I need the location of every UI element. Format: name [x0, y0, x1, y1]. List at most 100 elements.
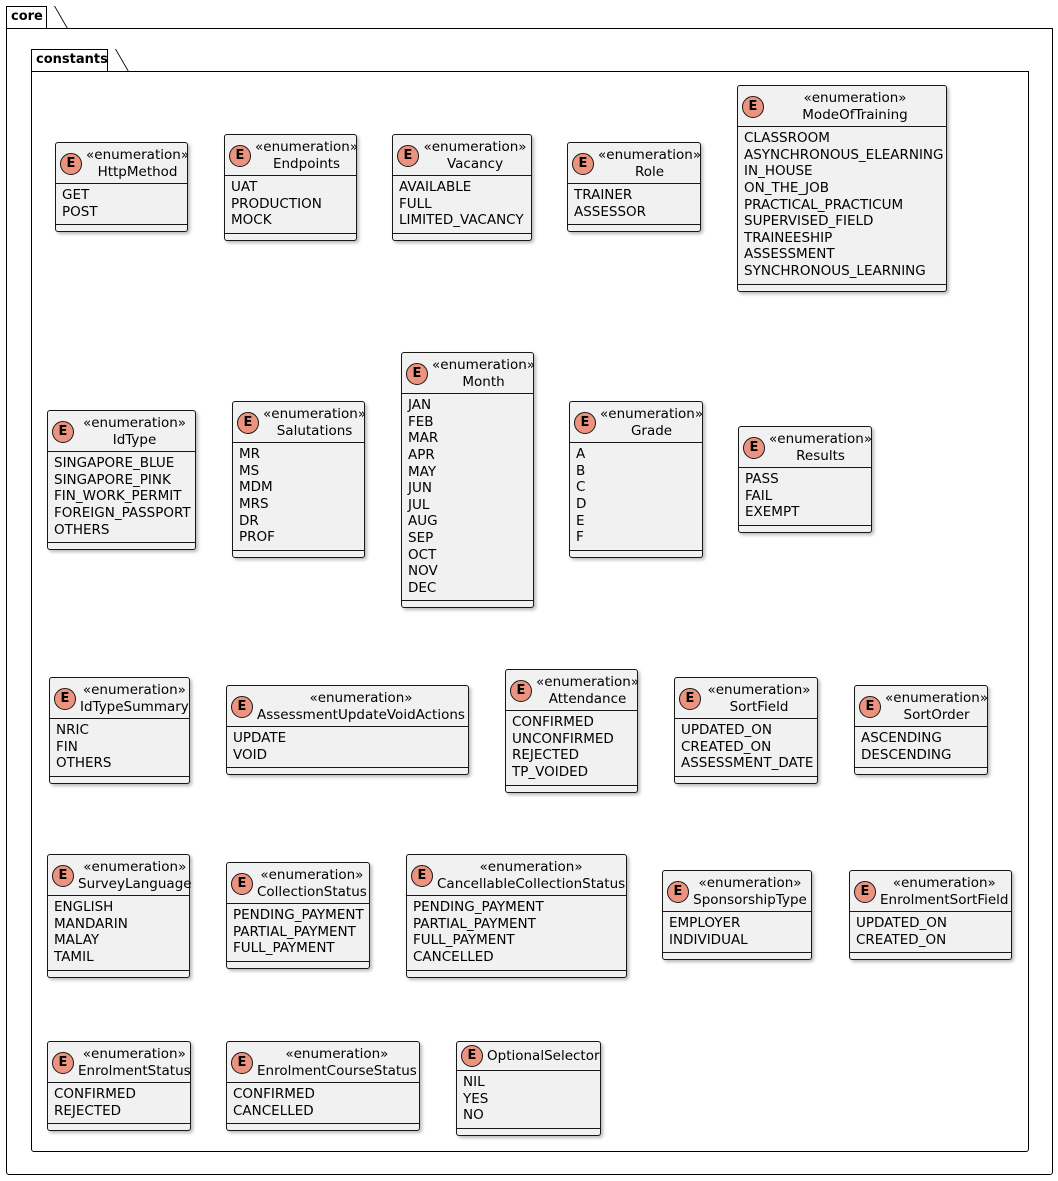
- enum-value: SYNCHRONOUS_LEARNING: [744, 262, 926, 279]
- enum-e-icon: E: [231, 1051, 253, 1074]
- enum-methods-compartment: [56, 225, 187, 231]
- enum-value: UPDATE: [233, 730, 287, 747]
- package-name-constants: constants: [36, 52, 108, 67]
- enum-e-icon: E: [237, 411, 259, 434]
- enum-e-icon: E: [397, 144, 419, 167]
- enum-titles: «enumeration»SurveyLanguage: [78, 859, 192, 892]
- enum-methods-compartment: [850, 953, 1011, 959]
- enum-methods-compartment: [50, 777, 189, 783]
- enum-header: E«enumeration»Vacancy: [393, 135, 531, 177]
- enum-name: Salutations: [276, 422, 353, 439]
- enum-header: E«enumeration»IdTypeSummary: [50, 678, 189, 720]
- enum-titles: «enumeration»CancellableCollectionStatus: [437, 859, 625, 892]
- enum-value: EMPLOYER: [669, 915, 741, 932]
- enum-value: TAMIL: [54, 948, 94, 965]
- package-constants: [31, 71, 1029, 1152]
- enum-value: JUN: [408, 480, 432, 497]
- enum-value: F: [576, 529, 584, 546]
- enum-name: IdTypeSummary: [80, 698, 189, 715]
- enum-stereotype: «enumeration»: [600, 406, 704, 422]
- enum-methods-compartment: [227, 962, 369, 968]
- enum-value: ASSESSMENT: [744, 246, 835, 263]
- enum-e-icon: E: [52, 864, 74, 887]
- enum-value: NIL: [463, 1074, 485, 1090]
- enum-titles: «enumeration»Month: [432, 357, 535, 390]
- enum-value: MRS: [239, 495, 269, 512]
- enum-assessmentupdatevoidactions: E«enumeration»AssessmentUpdateVoidAction…: [226, 685, 469, 776]
- enum-e-icon: E: [854, 880, 876, 903]
- enum-methods-compartment: [739, 526, 871, 532]
- enum-value: MDM: [239, 479, 273, 496]
- enum-value: CANCELLED: [233, 1102, 314, 1119]
- enum-value: FAIL: [745, 487, 773, 504]
- enum-name: AssessmentUpdateVoidActions: [257, 706, 465, 723]
- enum-header: E«enumeration»CancellableCollectionStatu…: [407, 855, 626, 897]
- enum-methods-compartment: [663, 953, 811, 959]
- enum-header: E«enumeration»SortField: [675, 678, 817, 720]
- enum-stereotype: «enumeration»: [82, 415, 187, 431]
- enum-value: CONFIRMED: [512, 714, 594, 731]
- enum-value: UPDATED_ON: [681, 722, 773, 739]
- enum-value: PRODUCTION: [231, 195, 322, 212]
- enum-methods-compartment: [48, 543, 195, 549]
- enum-titles: «enumeration»EnrolmentSortField: [880, 875, 1009, 908]
- enum-titles: «enumeration»IdTypeSummary: [80, 682, 189, 715]
- enum-value: TP_VOIDED: [512, 763, 589, 780]
- enum-value: MOCK: [231, 212, 272, 229]
- enum-stereotype: «enumeration»: [892, 875, 996, 891]
- enum-titles: «enumeration»ModeOfTraining: [768, 90, 942, 123]
- enum-value: SEP: [408, 529, 434, 546]
- enum-name: Attendance: [548, 690, 627, 707]
- enum-value: CONFIRMED: [233, 1086, 315, 1103]
- enum-header: E«enumeration»IdType: [48, 411, 195, 453]
- package-tab-core: core: [6, 6, 47, 29]
- enum-value: FIN_WORK_PERMIT: [54, 488, 182, 505]
- enum-value: FOREIGN_PASSPORT: [54, 504, 191, 521]
- enum-value: TRAINER: [574, 187, 633, 204]
- enum-value: PARTIAL_PAYMENT: [413, 915, 536, 932]
- enum-methods-compartment: [738, 285, 946, 291]
- enum-name: Vacancy: [446, 155, 504, 172]
- enum-value: AVAILABLE: [399, 179, 472, 196]
- enum-name: Month: [462, 373, 505, 390]
- enum-methods-compartment: [48, 1124, 190, 1130]
- enum-titles: «enumeration»Grade: [600, 406, 703, 439]
- enum-methods-compartment: [568, 225, 700, 231]
- enum-e-icon: E: [231, 695, 253, 718]
- enum-titles: «enumeration»CollectionStatus: [257, 867, 367, 900]
- enum-value: MR: [239, 446, 261, 463]
- enum-value: FULL_PAYMENT: [413, 932, 515, 949]
- enum-value: JUL: [408, 496, 430, 513]
- enum-methods-compartment: [570, 551, 702, 557]
- enum-e-icon: E: [743, 436, 765, 459]
- enum-value: PRACTICAL_PRACTICUM: [744, 196, 904, 213]
- enum-titles: «enumeration»EnrolmentCourseStatus: [257, 1046, 417, 1079]
- enum-stereotype: «enumeration»: [260, 867, 364, 883]
- enum-titles: «enumeration»IdType: [78, 415, 191, 448]
- enum-name: Endpoints: [272, 155, 341, 172]
- enum-value: SINGAPORE_PINK: [54, 471, 171, 488]
- enum-name: Grade: [630, 422, 673, 439]
- enum-value: YES: [463, 1090, 489, 1107]
- enum-value: B: [576, 462, 586, 479]
- enum-stereotype: «enumeration»: [698, 875, 802, 891]
